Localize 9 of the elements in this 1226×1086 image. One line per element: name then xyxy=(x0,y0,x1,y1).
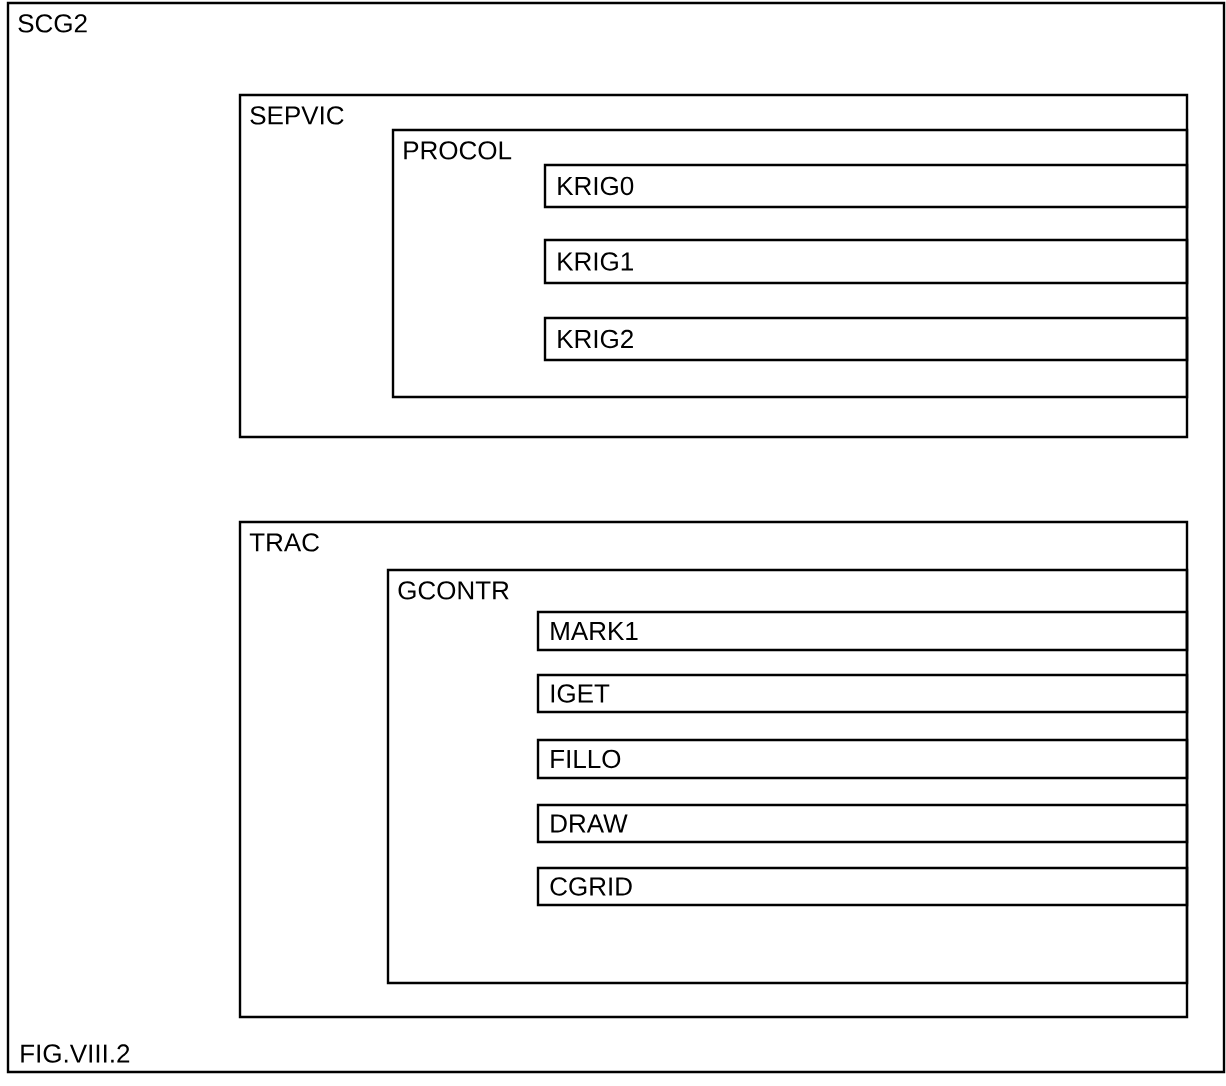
module-box: CGRID xyxy=(536,866,1189,907)
module-box: DRAW xyxy=(536,803,1189,844)
module-box: MARK1 xyxy=(536,610,1189,652)
module-box: KRIG2 xyxy=(543,316,1189,362)
module-box: FILLO xyxy=(536,738,1189,780)
module-box: KRIG1 xyxy=(543,238,1189,285)
module-box: IGET xyxy=(536,673,1189,714)
figure-caption: FIG.VIII.2 xyxy=(21,1044,130,1063)
module-box: KRIG0 xyxy=(543,163,1189,209)
